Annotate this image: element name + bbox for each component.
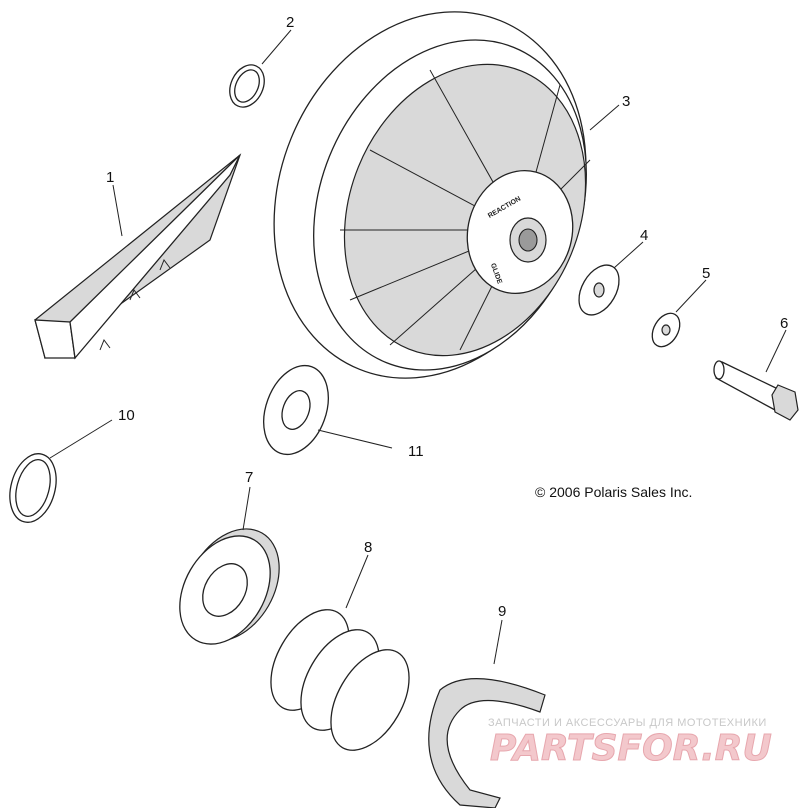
washer-part-5 (651, 312, 681, 348)
callout-2: 2 (286, 14, 294, 31)
callout-3: 3 (622, 93, 630, 110)
callout-4: 4 (640, 227, 648, 244)
bushing-plate-part-7 (179, 528, 280, 645)
watermark-brand: PARTSFOR.RU (490, 728, 772, 769)
callout-1: 1 (106, 169, 114, 186)
drive-belt-part-1 (34, 153, 242, 360)
callout-6: 6 (780, 315, 788, 332)
callout-9: 9 (498, 603, 506, 620)
callout-labels: 1 2 3 4 5 6 7 8 9 10 11 (106, 14, 788, 620)
spring-part-8 (270, 609, 410, 751)
cam-bracket-part-9 (428, 678, 546, 808)
callout-10: 10 (118, 407, 135, 424)
snap-ring-part-10 (9, 453, 57, 523)
bolt-part-6 (713, 360, 799, 421)
leader-lines (49, 29, 787, 665)
spacer-washer-part-11 (263, 364, 329, 456)
copyright-notice: © 2006 Polaris Sales Inc. (535, 484, 692, 500)
watermark: ЗАПЧАСТИ И АКСЕССУАРЫ ДЛЯ МОТОТЕХНИКИ PA… (488, 717, 772, 770)
driven-clutch-sheave-part-3: REACTION GLIDE (273, 11, 591, 379)
callout-7: 7 (245, 469, 253, 486)
washer-part-4 (578, 264, 620, 316)
callout-11: 11 (408, 443, 424, 460)
callout-5: 5 (702, 265, 710, 282)
o-ring-part-2 (229, 64, 265, 108)
watermark-tagline: ЗАПЧАСТИ И АКСЕССУАРЫ ДЛЯ МОТОТЕХНИКИ (488, 717, 767, 729)
callout-8: 8 (364, 539, 372, 556)
